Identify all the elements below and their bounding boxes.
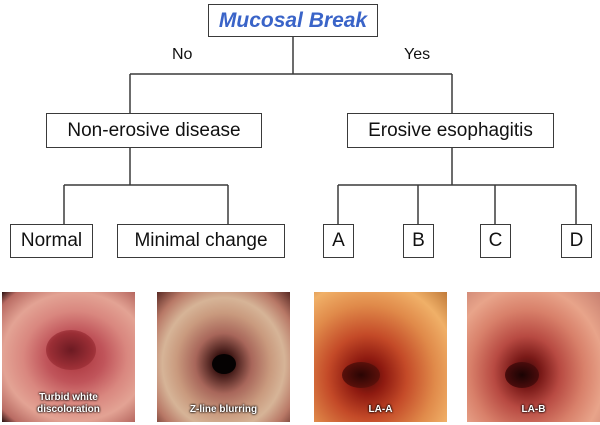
lumen-shape: [505, 362, 539, 388]
image-caption: Turbid white discoloration: [2, 392, 135, 416]
lumen-shape: [46, 330, 96, 370]
node-minimal-change: Minimal change: [117, 224, 285, 258]
branch-label-no: No: [172, 46, 193, 63]
caption-line-1: Turbid white: [39, 392, 98, 403]
endoscopy-image-z-line-blurring: Z-line blurring: [157, 292, 290, 422]
endoscopy-image-la-a: LA-A: [314, 292, 447, 422]
image-caption: LA-A: [314, 404, 447, 416]
caption-line-2: LA-B: [521, 404, 546, 415]
image-caption: Z-line blurring: [157, 404, 290, 416]
node-grade-d: D: [561, 224, 592, 258]
node-grade-b-label: B: [412, 230, 425, 251]
lumen-shape: [212, 354, 236, 374]
node-grade-c-label: C: [488, 230, 503, 251]
root-node-mucosal-break: Mucosal Break: [208, 4, 378, 37]
node-non-erosive-label: Non-erosive disease: [67, 119, 241, 141]
caption-line-2: Z-line blurring: [189, 404, 258, 415]
node-grade-a-label: A: [332, 230, 345, 251]
node-normal-label: Normal: [20, 230, 83, 251]
endoscopy-image-turbid-white: Turbid white discoloration: [2, 292, 135, 422]
node-minimal-label: Minimal change: [134, 230, 268, 251]
branch-label-yes: Yes: [404, 46, 431, 63]
node-non-erosive-disease: Non-erosive disease: [46, 113, 262, 148]
image-caption: LA-B: [467, 404, 600, 416]
root-label: Mucosal Break: [218, 8, 368, 32]
lumen-shape: [342, 362, 380, 388]
node-grade-a: A: [323, 224, 354, 258]
node-grade-d-label: D: [569, 230, 584, 251]
node-erosive-label: Erosive esophagitis: [368, 119, 533, 141]
node-erosive-esophagitis: Erosive esophagitis: [347, 113, 554, 148]
node-grade-b: B: [403, 224, 434, 258]
endoscopy-image-la-b: LA-B: [467, 292, 600, 422]
node-normal: Normal: [10, 224, 93, 258]
tree-connectors: [63, 36, 577, 224]
caption-line-2: LA-A: [368, 404, 393, 415]
node-grade-c: C: [480, 224, 511, 258]
caption-line-2: discoloration: [37, 404, 100, 415]
